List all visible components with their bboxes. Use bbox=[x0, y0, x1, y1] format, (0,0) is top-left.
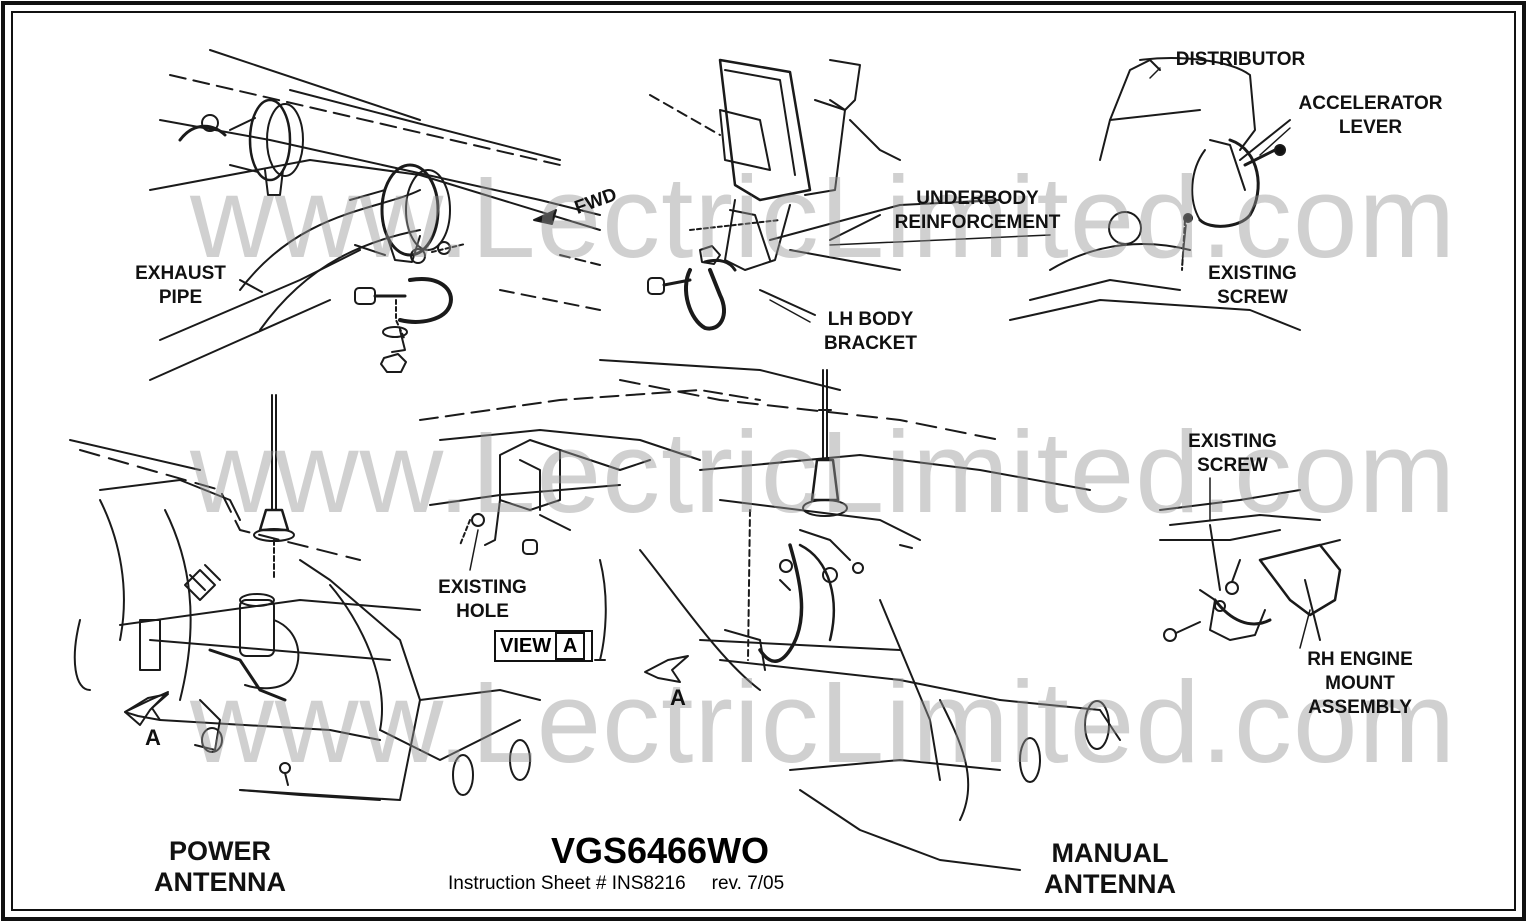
label-manual-antenna: MANUAL ANTENNA bbox=[1044, 838, 1176, 899]
label-arrow-a-center: A bbox=[670, 685, 686, 710]
manual-antenna-drawing bbox=[599, 359, 1121, 871]
label-existing-screw-top: EXISTING SCREW bbox=[1208, 263, 1297, 308]
label-existing-screw-right: EXISTING SCREW bbox=[1188, 431, 1277, 476]
view-letter: A bbox=[555, 632, 586, 660]
underbody-bracket-detail bbox=[647, 58, 1001, 331]
watermark: www.LectricLimited.com bbox=[190, 152, 1457, 282]
label-exhaust-pipe: EXHAUST PIPE bbox=[135, 263, 226, 308]
part-number-title: VGS6466WO bbox=[550, 830, 770, 871]
rh-engine-mount-detail bbox=[1159, 489, 1342, 642]
label-rh-engine-mount-assembly: RH ENGINE MOUNT ASSEMBLY bbox=[1307, 649, 1413, 718]
watermark: www.LectricLimited.com bbox=[190, 407, 1457, 537]
power-antenna-drawing bbox=[69, 394, 541, 801]
label-underbody-reinforcement: UNDERBODY REINFORCEMENT bbox=[894, 188, 1061, 233]
exhaust-pipe-detail bbox=[149, 49, 601, 381]
view-a-detail bbox=[419, 389, 761, 661]
label-lh-body-bracket: LH BODY BRACKET bbox=[824, 309, 917, 354]
label-arrow-a-left: A bbox=[145, 725, 161, 750]
instruction-sheet-line: Instruction Sheet # INS8216 rev. 7/05 bbox=[448, 873, 868, 895]
watermark: www.LectricLimited.com bbox=[190, 657, 1457, 787]
view-word: VIEW bbox=[500, 635, 552, 657]
label-existing-hole: EXISTING HOLE bbox=[438, 577, 527, 622]
label-power-antenna: POWER ANTENNA bbox=[154, 836, 286, 897]
label-accelerator-lever: ACCELERATOR LEVER bbox=[1298, 93, 1443, 138]
label-distributor: DISTRIBUTOR bbox=[1175, 49, 1306, 70]
view-a-tag: VIEW A bbox=[494, 630, 594, 662]
leader-lines bbox=[469, 67, 1311, 649]
instruction-sheet-number: Instruction Sheet # INS8216 bbox=[448, 873, 686, 894]
revision: rev. 7/05 bbox=[711, 873, 785, 894]
